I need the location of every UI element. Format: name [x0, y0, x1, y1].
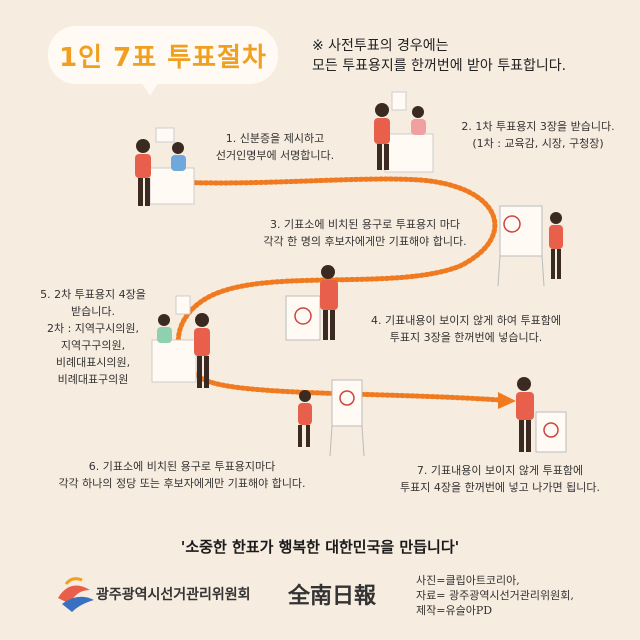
step-7-text: 7. 기표내용이 보이지 않게 투표함에 투표지 4장을 한꺼번에 넣고 나가면…	[399, 464, 601, 494]
step-2-text: 2. 1차 투표용지 3장을 받습니다. (1차 : 교육감, 시장, 구청장)	[461, 120, 615, 150]
procedure-path-arrow	[498, 392, 516, 409]
step-6-text: 6. 기표소에 비치된 용구로 투표용지마다 각각 하나의 정당 또는 후보자에…	[58, 460, 306, 490]
credit-source: 자료= 광주광역시선거관리위원회,	[416, 589, 574, 602]
procedure-path	[172, 176, 503, 403]
organization-name: 광주광역시선거관리위원회	[96, 587, 251, 603]
credit-photo: 사진=클립아트코리아,	[416, 574, 520, 587]
election-commission-logo	[58, 577, 94, 612]
step2-illustration	[374, 91, 434, 173]
step3-illustration	[497, 205, 563, 287]
credit-producer: 제작=유슬아PD	[416, 604, 493, 617]
title-bubble-tail	[140, 80, 160, 96]
note-line-2: 모든 투표용지를 한꺼번에 받아 투표합니다.	[312, 58, 567, 74]
step4-illustration	[285, 265, 338, 341]
step-4-text: 4. 기표내용이 보이지 않게 하여 투표함에 투표지 3장을 한꺼번에 넣습니…	[371, 314, 561, 344]
slogan: '소중한 한표가 행복한 대한민국을 만듭니다'	[180, 538, 460, 556]
step-1-text: 1. 신분증을 제시하고 선거인명부에 서명합니다.	[215, 132, 335, 162]
step-3-text: 3. 기표소에 비치된 용구로 투표용지 마다 각각 한 명의 후보자에게만 기…	[263, 218, 467, 248]
step7-illustration	[516, 377, 567, 453]
step-5-text: 5. 2차 투표용지 4장을 받습니다. 2차 : 지역구시의원, 지역구구의원…	[40, 288, 146, 386]
credits: 사진=클립아트코리아, 자료= 광주광역시선거관리위원회, 제작=유슬아PD	[416, 573, 574, 618]
page-title: 1인 7표 투표절차	[48, 26, 278, 84]
early-voting-note: ※ 사전투표의 경우에는 모든 투표용지를 한꺼번에 받아 투표합니다.	[312, 36, 566, 76]
note-line-1: ※ 사전투표의 경우에는	[312, 38, 449, 54]
step5-illustration	[151, 295, 210, 388]
step1-illustration	[135, 127, 195, 206]
step6-illustration	[298, 379, 365, 457]
newspaper-logo: 全南日報	[288, 583, 377, 609]
